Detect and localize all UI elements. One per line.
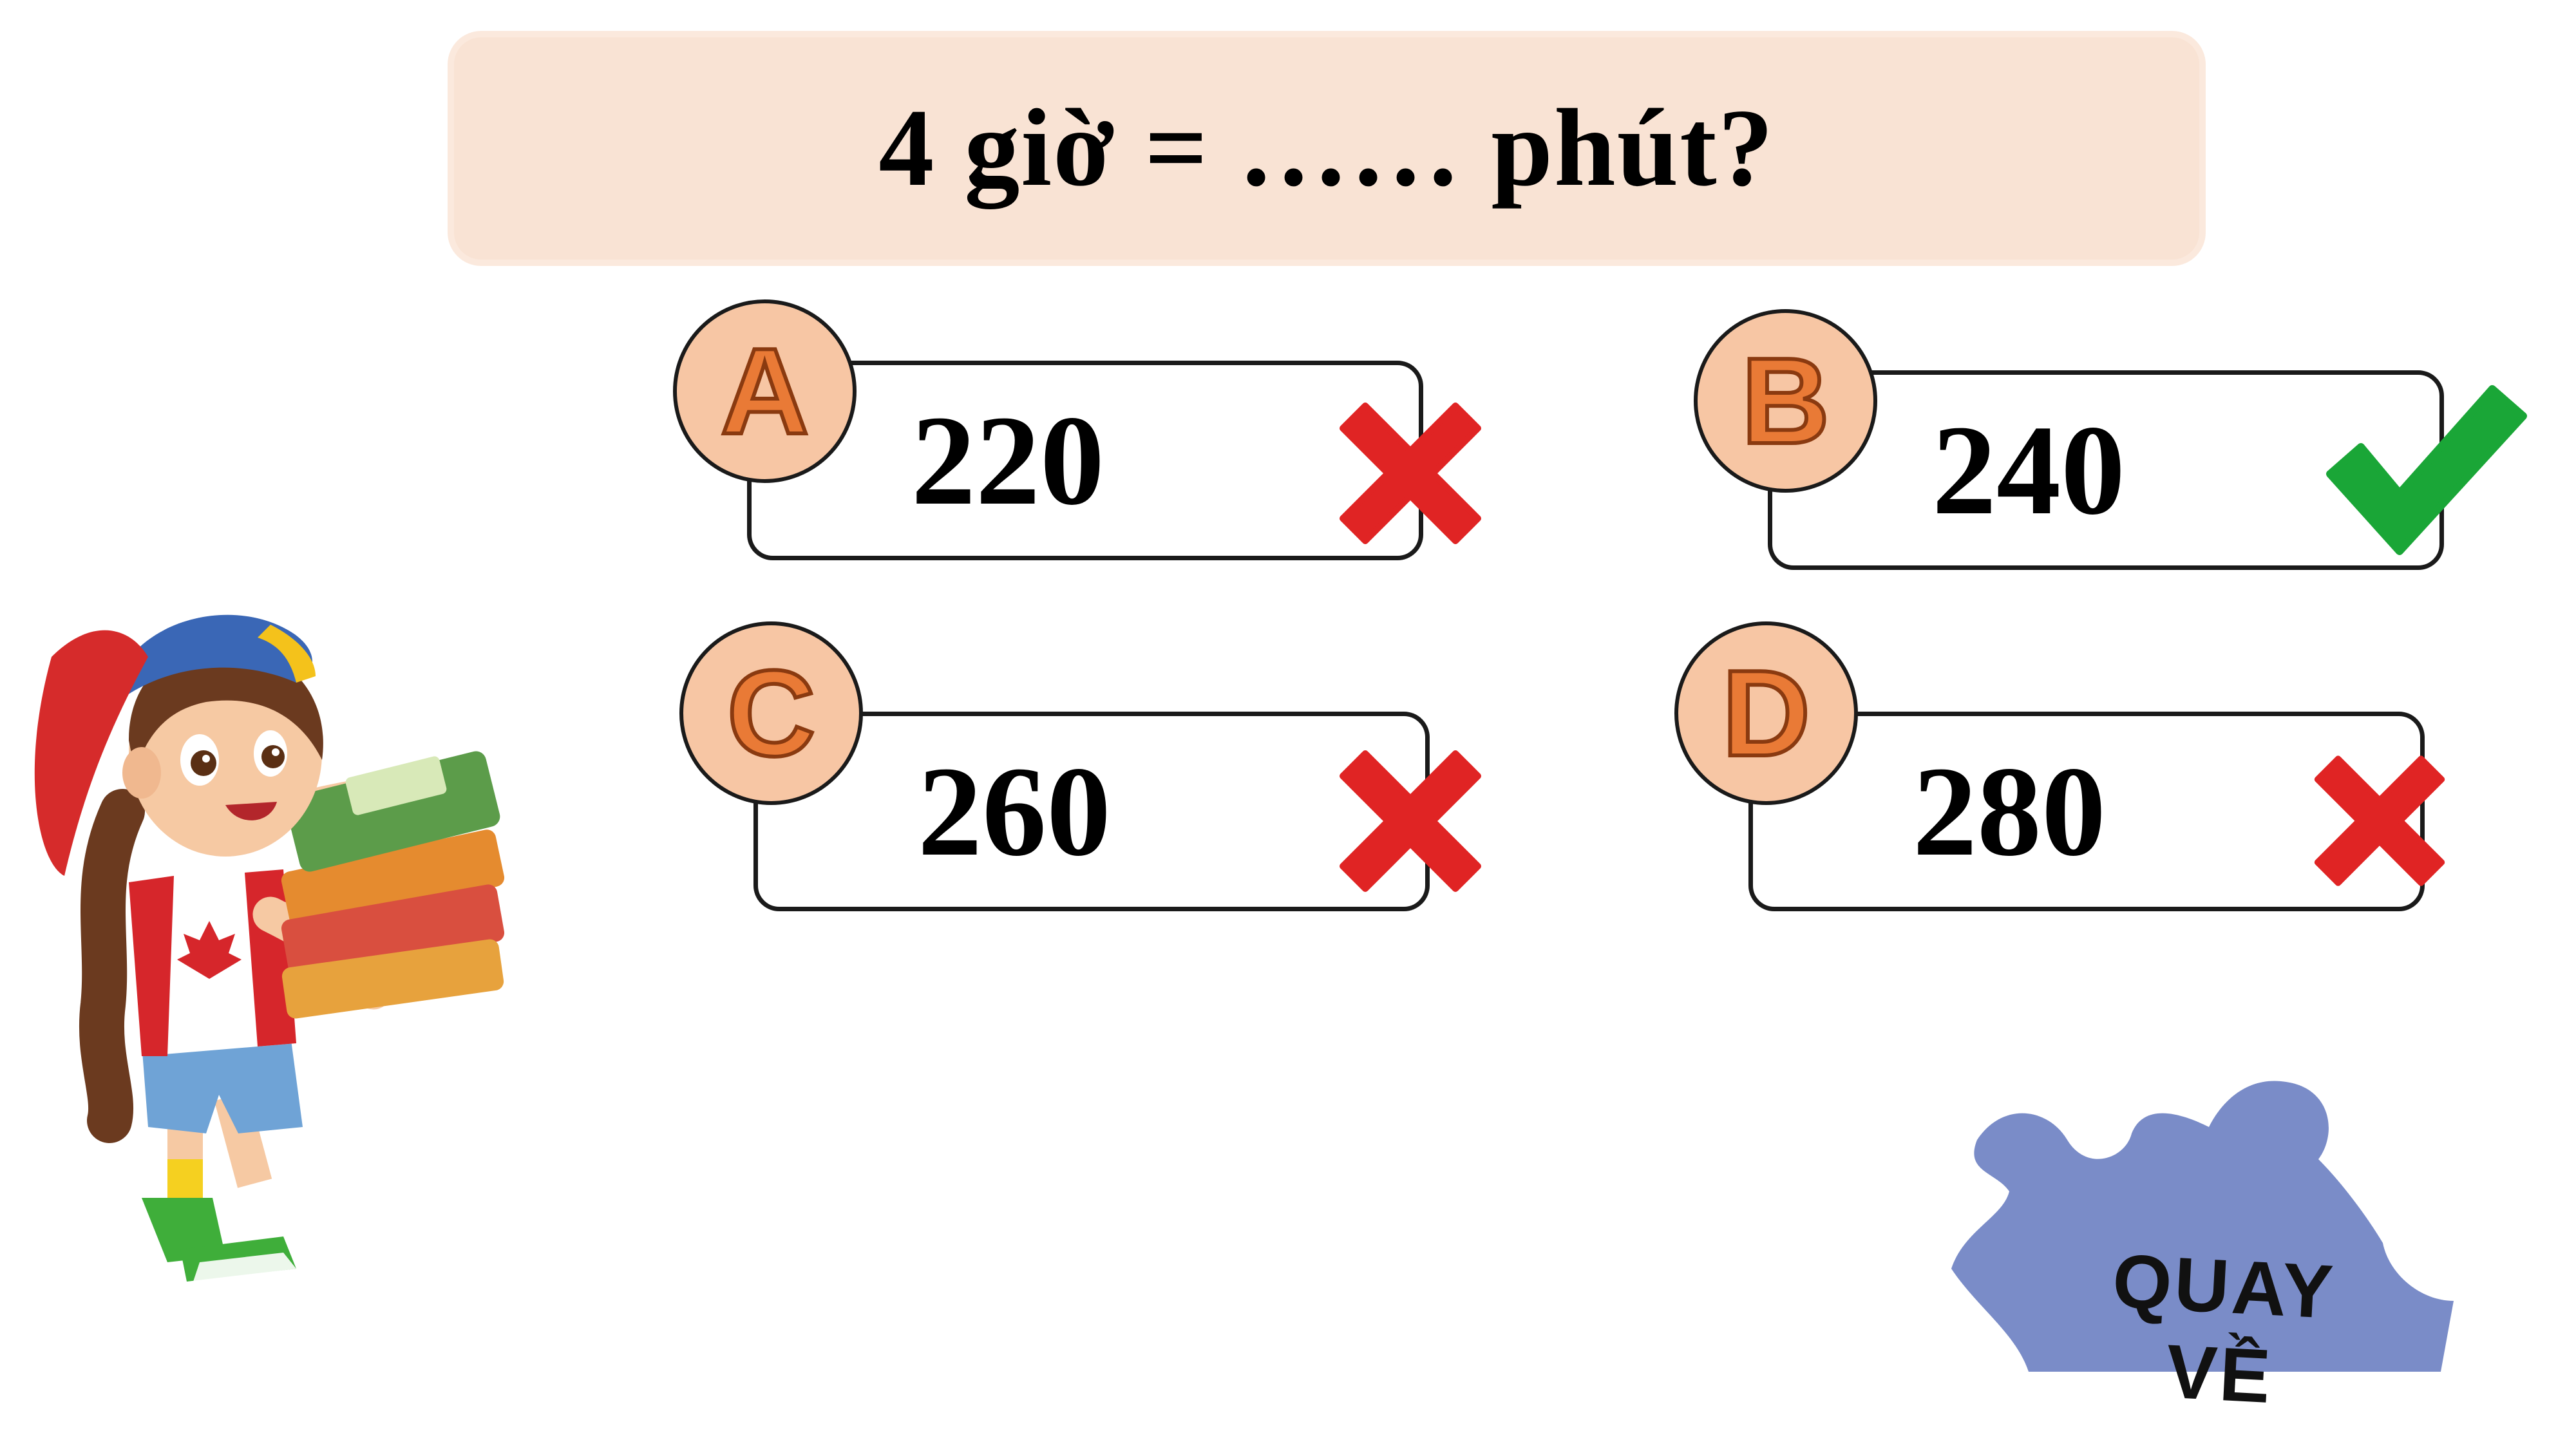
answer-option-c[interactable]: 260 C bbox=[679, 621, 1481, 911]
puzzle-piece-icon bbox=[1951, 1081, 2454, 1372]
badge-letter: D bbox=[1720, 645, 1812, 782]
books-stack bbox=[281, 751, 505, 1019]
answer-letter-badge: D bbox=[1674, 621, 1858, 805]
back-button[interactable]: QUAY VỀ bbox=[1938, 1063, 2454, 1419]
girl-carrying-books-illustration bbox=[34, 614, 505, 1282]
answer-value: 280 bbox=[1913, 740, 2106, 883]
badge-letter: A bbox=[719, 323, 811, 460]
answer-value: 220 bbox=[911, 389, 1104, 532]
back-button-label: QUAY VỀ bbox=[2110, 1238, 2338, 1420]
question-text: 4 giờ = …… phút? bbox=[878, 87, 1775, 209]
cross-icon bbox=[2314, 755, 2445, 886]
answer-box bbox=[1748, 712, 2425, 911]
cross-icon bbox=[1340, 402, 1481, 544]
answer-value: 260 bbox=[918, 740, 1111, 883]
answer-value: 240 bbox=[1932, 399, 2125, 542]
cross-icon bbox=[1340, 750, 1481, 892]
answer-letter-badge: A bbox=[673, 299, 857, 483]
answer-option-d[interactable]: 280 D bbox=[1674, 621, 2445, 911]
answer-option-b[interactable]: 240 B bbox=[1694, 309, 2527, 570]
question-banner: 4 giờ = …… phút? bbox=[454, 37, 2199, 260]
answer-letter-badge: B bbox=[1694, 309, 1877, 493]
answer-letter-badge: C bbox=[679, 621, 863, 805]
check-icon bbox=[2326, 385, 2527, 555]
badge-letter: C bbox=[725, 645, 817, 782]
answer-option-a[interactable]: 220 A bbox=[673, 299, 1481, 560]
badge-letter: B bbox=[1739, 332, 1832, 469]
answer-box bbox=[747, 361, 1423, 560]
